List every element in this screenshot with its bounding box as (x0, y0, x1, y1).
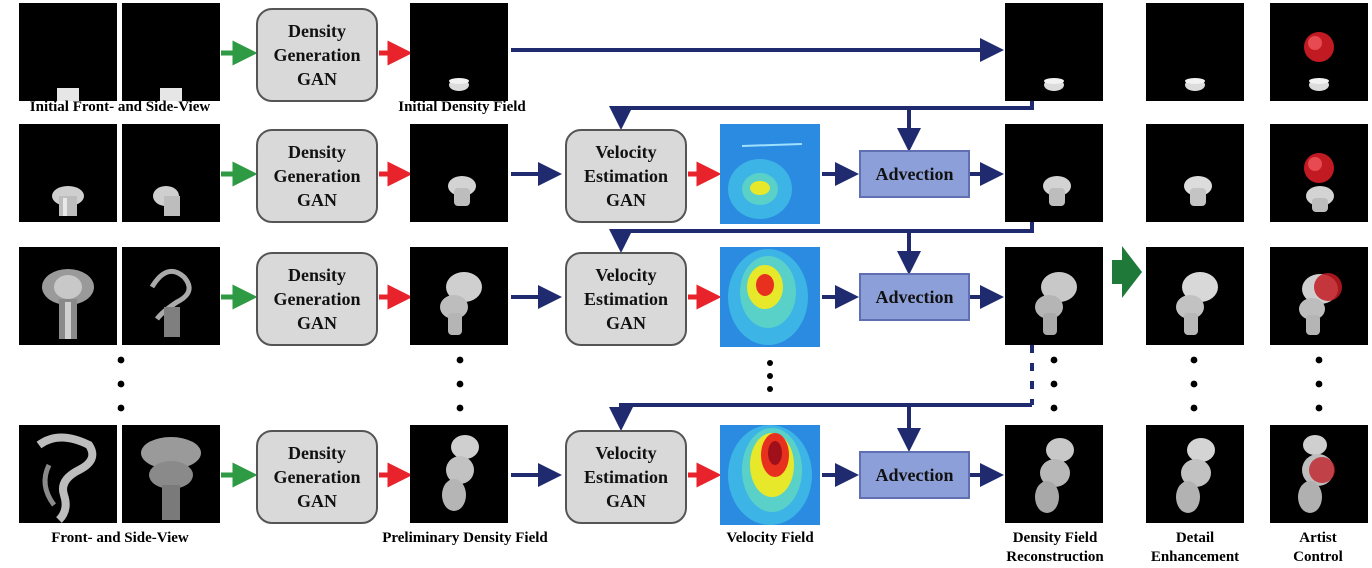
velocity-field-image (720, 425, 820, 525)
advection-module: Advection (859, 273, 970, 321)
velocity-field-image (720, 247, 820, 347)
density-generation-gan-module: Density Generation GAN (256, 430, 378, 524)
artist-control-image (1270, 124, 1368, 222)
velocity-field-image (720, 124, 820, 224)
front-view-image (19, 247, 117, 345)
density-generation-gan-module: Density Generation GAN (256, 252, 378, 346)
front-view-image (19, 124, 117, 222)
reconstruction-image (1005, 3, 1103, 101)
artist-control-image (1270, 3, 1368, 101)
velocity-estimation-gan-module: Velocity Estimation GAN (565, 430, 687, 524)
side-view-image (122, 124, 220, 222)
artist-control-label: Artist Control (1293, 530, 1343, 565)
reconstruction-image (1005, 124, 1103, 222)
density-reconstruction-label: Density Field Reconstruction (1006, 530, 1104, 565)
velocity-estimation-gan-module: Velocity Estimation GAN (565, 252, 687, 346)
flow-arrows (511, 38, 1034, 487)
velocity-estimation-gan-module: Velocity Estimation GAN (565, 129, 687, 223)
enhanced-image (1146, 3, 1244, 101)
enhanced-image (1146, 124, 1244, 222)
density-field-image (410, 247, 508, 345)
density-generation-gan-module: Density Generation GAN (256, 129, 378, 223)
enhanced-image (1146, 425, 1244, 523)
output-arrows (379, 40, 722, 488)
artist-control-image (1270, 425, 1368, 523)
ellipsis-vertical-icon (117, 356, 1323, 412)
advection-module: Advection (859, 451, 970, 499)
side-view-image (122, 247, 220, 345)
front-view-image (19, 425, 117, 523)
artist-control-image (1270, 247, 1368, 345)
side-view-image (122, 425, 220, 523)
density-field-image (410, 425, 508, 523)
enhanced-image (1146, 247, 1244, 345)
big-right-arrow-icon (1112, 246, 1142, 298)
detail-enhancement-label: Detail Enhancement (1150, 530, 1240, 565)
density-field-image (410, 3, 508, 101)
velocity-field-label: Velocity Field (726, 530, 814, 546)
density-generation-gan-module: Density Generation GAN (256, 8, 378, 102)
reconstruction-image (1005, 425, 1103, 523)
views-label: Front- and Side-View (51, 530, 189, 546)
front-view-image (19, 3, 117, 101)
density-field-image (410, 124, 508, 222)
initial-views-label: Initial Front- and Side-View (29, 99, 211, 115)
preliminary-density-label: Preliminary Density Field (382, 530, 548, 546)
side-view-image (122, 3, 220, 101)
initial-density-label: Initial Density Field (398, 99, 526, 115)
input-arrows (221, 40, 258, 488)
advection-module: Advection (859, 150, 970, 198)
reconstruction-image (1005, 247, 1103, 345)
